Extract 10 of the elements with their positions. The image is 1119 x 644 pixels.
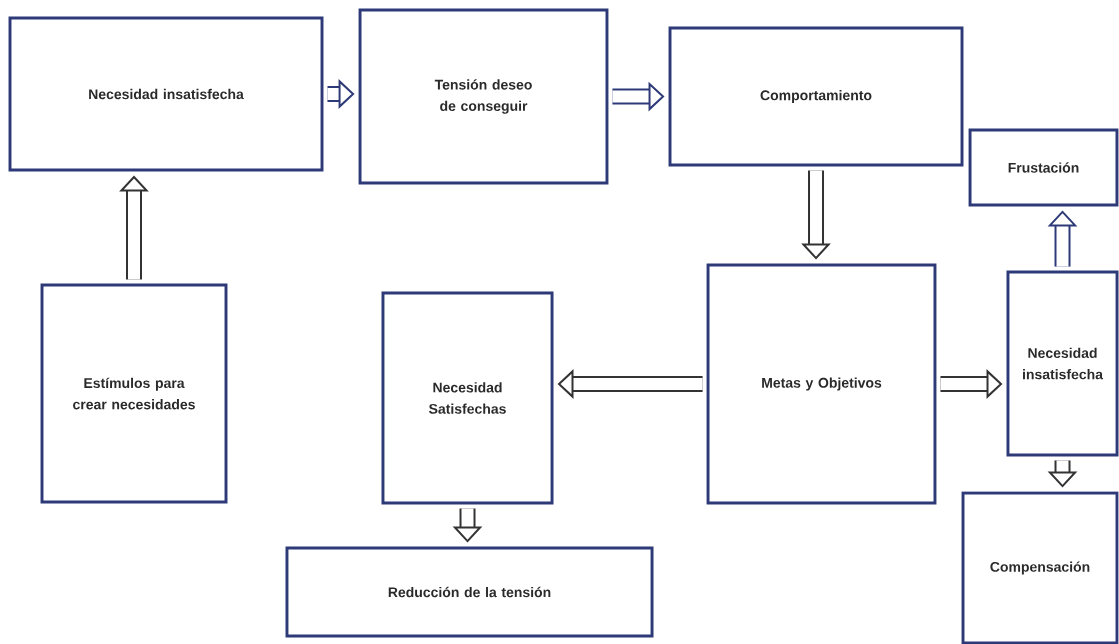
process-box: Tensión deseo de conseguir (358, 8, 609, 185)
process-box: Estímulos para crear necesidades (40, 283, 228, 504)
process-box: Reducción de la tensión (285, 546, 654, 638)
process-box: Frustación (968, 128, 1119, 207)
process-box: Necesidad Satisfechas (381, 291, 554, 505)
process-box: Comportamiento (668, 26, 964, 167)
process-box: Necesidad insatisfecha (1006, 270, 1119, 457)
process-box: Compensación (961, 491, 1119, 644)
process-box: Metas y Objetivos (706, 263, 937, 505)
process-box: Necesidad insatisfecha (8, 16, 324, 172)
